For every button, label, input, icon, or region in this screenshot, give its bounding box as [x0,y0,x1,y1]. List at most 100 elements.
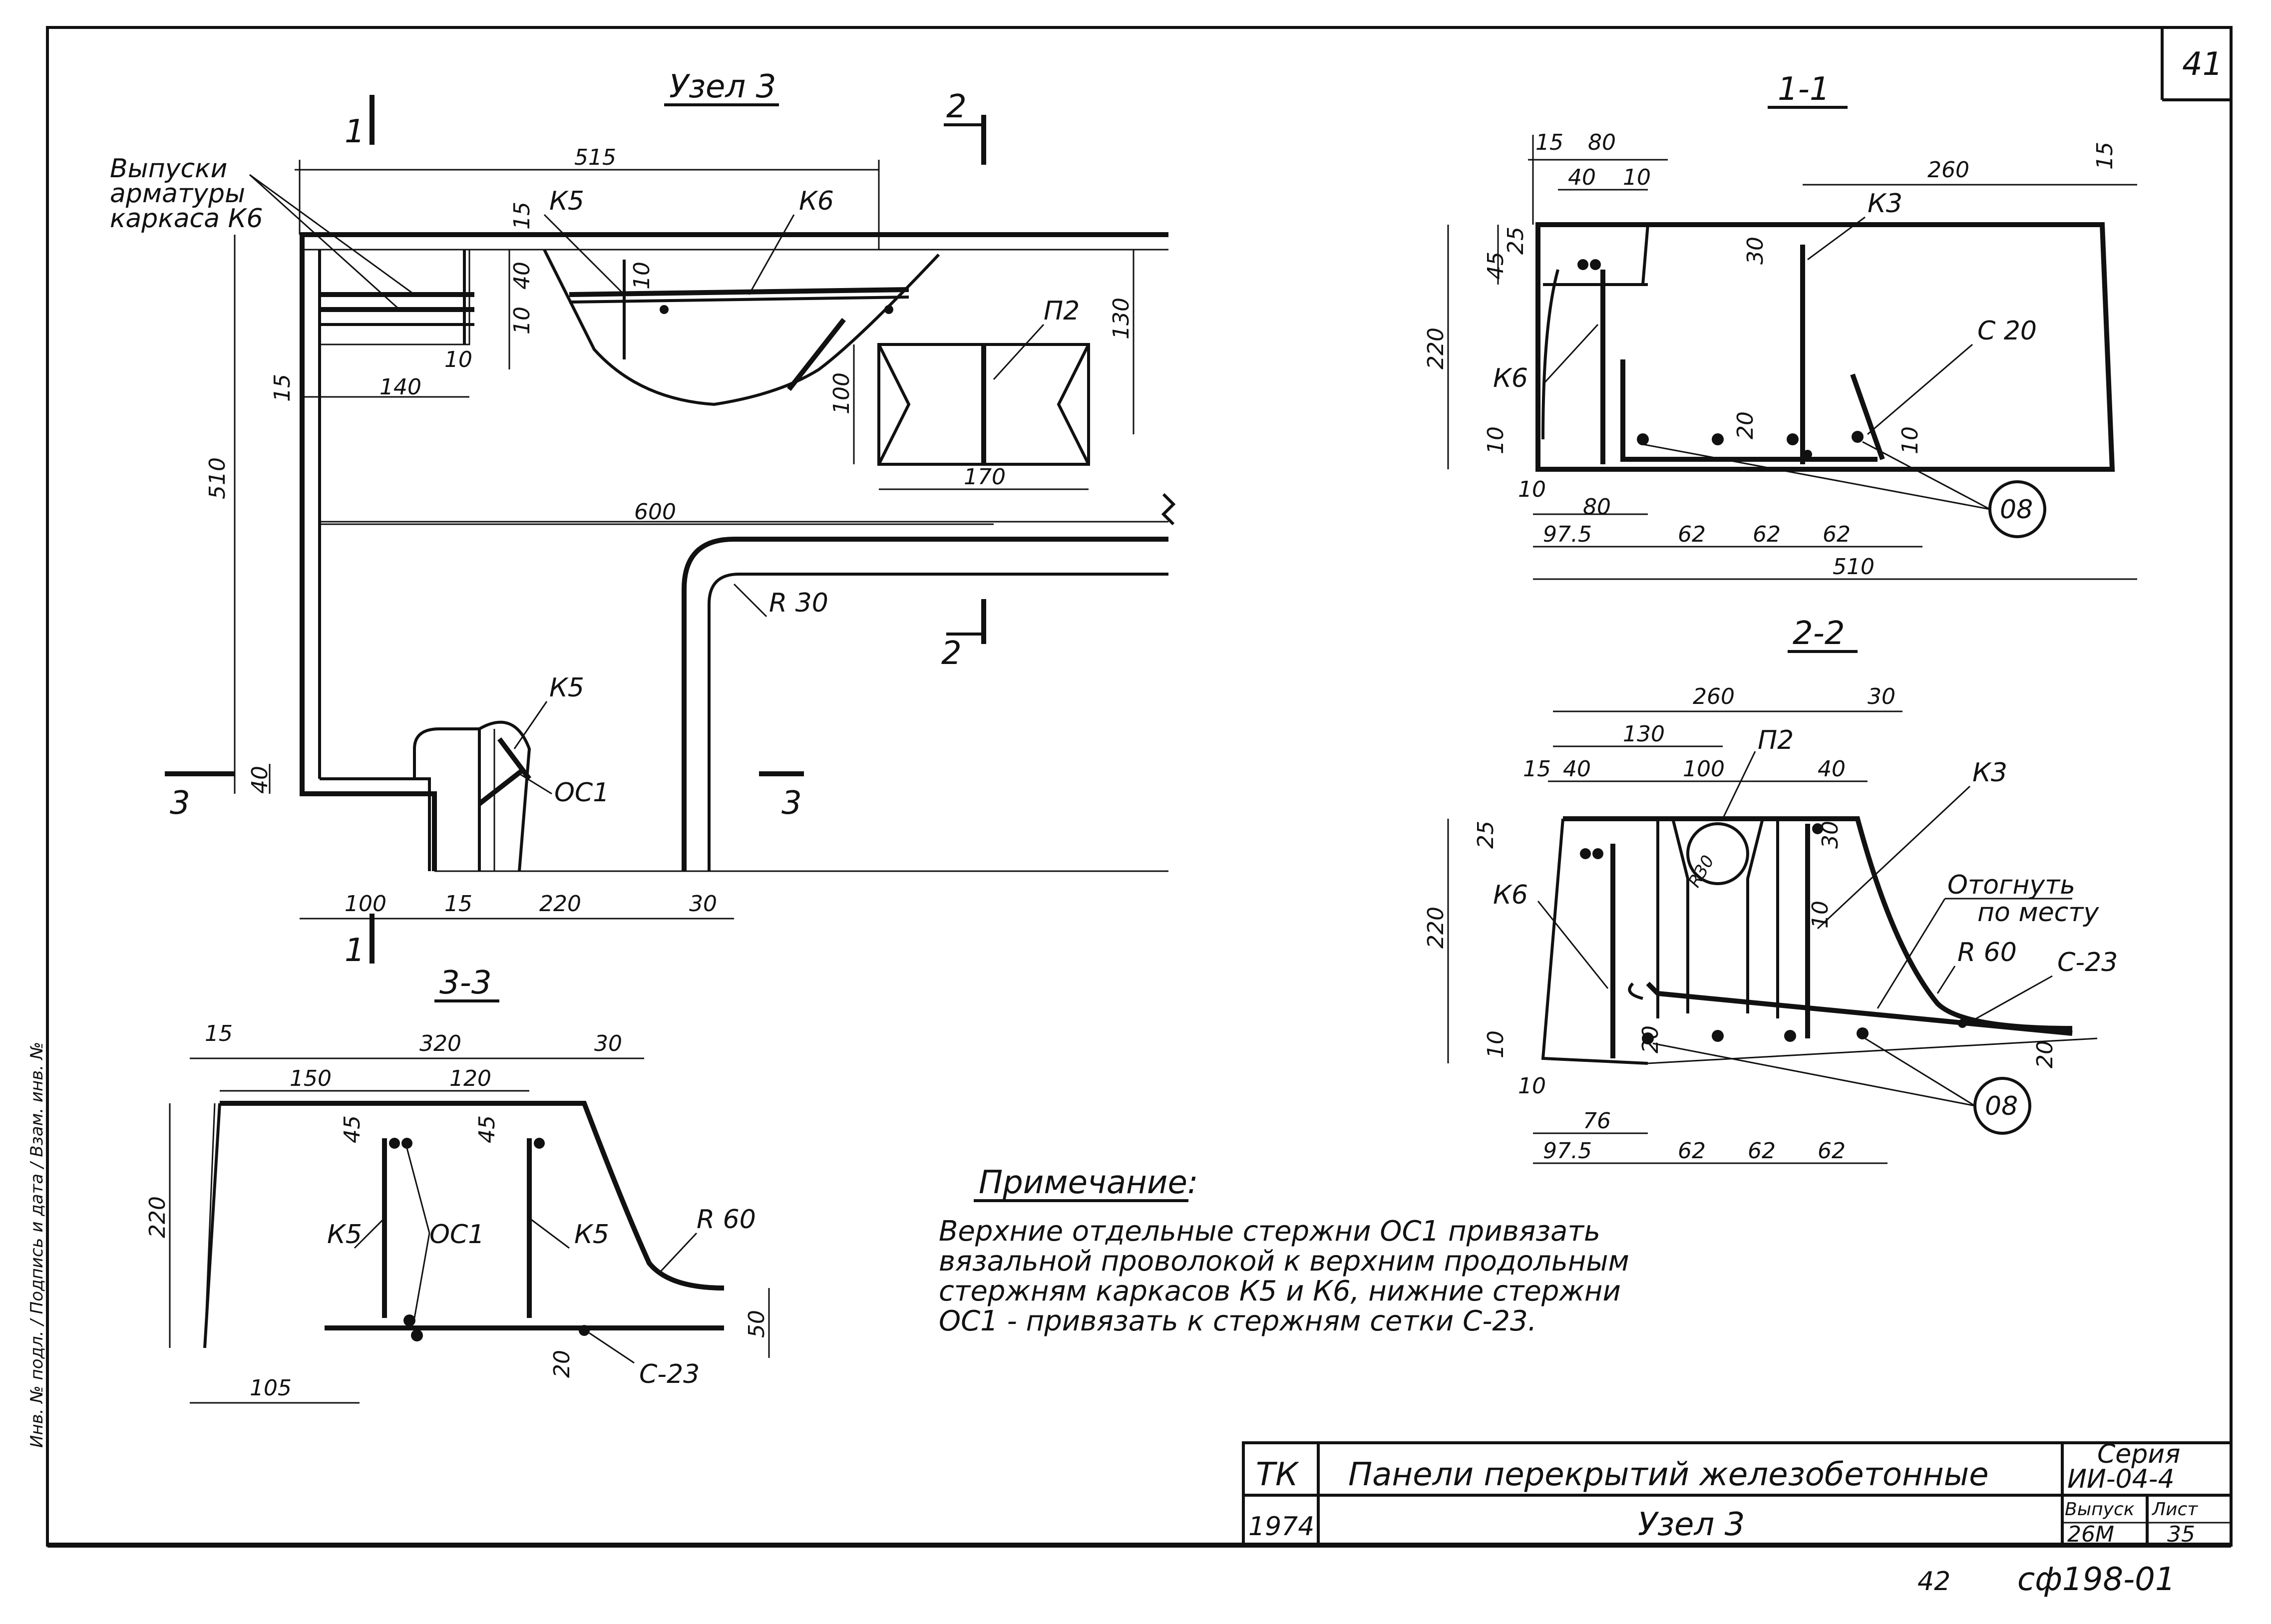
dim-100-b: 100 [345,891,386,917]
dim-2-40: 40 [1563,756,1591,782]
note-line-4: ОС1 - привязать к стержням сетки С-23. [939,1305,1536,1337]
dim-1-80: 80 [1588,130,1616,155]
dim-2-62-a: 62 [1678,1138,1706,1164]
label-oc1: ОС1 [554,778,609,808]
section-mark-3-left: 3 [170,785,190,822]
label-3-k5-b: К5 [574,1220,609,1250]
note-title: Примечание: [979,1164,1198,1201]
dim-2-20-b: 20 [2032,1040,2058,1068]
note-line-2: вязальной проволокой к верхним продольны… [939,1245,1629,1278]
label-3-r60: R 60 [697,1205,756,1235]
dim-1-15: 15 [1535,130,1563,155]
title-block-seria-label: Серия [2097,1439,2180,1469]
note-line-1: Верхние отдельные стержни ОС1 привязать [939,1215,1600,1248]
section-mark-1-top: 1 [345,113,365,150]
view-title-3-3: 3-3 [439,965,492,1001]
note-line-3: стержням каркасов К5 и К6, нижние стержн… [939,1275,1621,1307]
label-3-c23: С-23 [639,1359,700,1389]
title-block-sheet-title: Узел 3 [1638,1506,1745,1543]
dim-1-10: 10 [1623,165,1651,190]
label-2-r60: R 60 [1957,938,2017,968]
dim-1-220: 220 [1423,327,1449,369]
dim-1-40: 40 [1568,165,1596,190]
dim-1-10-c: 10 [1897,426,1923,454]
dim-1-62-c: 62 [1823,522,1851,547]
title-block-org: ТК [1256,1456,1299,1493]
view-section-1-1: 1-1 15 80 40 10 260 15 30 45 25 220 10 [1423,71,2137,580]
title-block-vypusk-label: Выпуск [2065,1499,2135,1520]
dim-1-15-r: 15 [2092,142,2118,170]
section-mark-2-bottom: 2 [941,635,962,672]
dim-100: 100 [829,372,854,414]
page-number: 41 [2182,46,2223,83]
dim-140: 140 [379,374,421,400]
label-1-c20: С 20 [1977,316,2037,346]
view-uzel3: Узел 3 1 1 2 2 3 3 [110,68,1176,969]
footer-code: сф198-01 [2017,1561,2176,1598]
dim-15-b: 15 [270,374,295,402]
dim-2-15: 15 [1523,756,1551,782]
view-section-2-2: 2-2 260 30 130 П2 15 40 100 40 25 [1423,615,2118,1164]
title-block: ТК 1974 Панели перекрытий железобетонные… [1242,1439,2233,1547]
label-2-tag: 08 [1985,1091,2018,1121]
dim-2-76: 76 [1583,1108,1611,1134]
dim-2-62-b: 62 [1748,1138,1776,1164]
label-1-k3: К3 [1868,189,1902,219]
section-mark-2-top: 2 [946,88,967,125]
title-block-name: Панели перекрытий железобетонные [1348,1456,1989,1493]
label-k6: К6 [799,186,834,216]
title-block-seria-value: ИИ-04-4 [2067,1464,2175,1494]
dim-3-105: 105 [250,1375,292,1401]
dim-40-b: 40 [247,766,273,794]
title-block-list-value: 35 [2167,1522,2195,1547]
label-2-p2: П2 [1758,725,1794,755]
dim-3-20: 20 [549,1350,575,1378]
dim-2-10-b: 10 [1483,1030,1509,1058]
dim-2-40-b: 40 [1818,756,1846,782]
footer-number: 42 [1917,1567,1950,1597]
label-k5-bottom: К5 [549,673,584,703]
dim-3-150: 150 [290,1066,332,1091]
label-2-bend-1: Отогнуть [1947,870,2075,900]
dim-3-45-b: 45 [474,1115,500,1143]
dim-2-30: 30 [1868,684,1895,709]
dim-2-25: 25 [1473,821,1499,849]
label-3-k5-a: К5 [327,1220,362,1250]
label-k5-top: К5 [549,186,584,216]
dim-1-10-a: 10 [1483,426,1509,454]
dim-10-a: 10 [509,307,535,334]
label-3-oc1: ОС1 [429,1220,484,1250]
title-block-list-label: Лист [2151,1499,2198,1520]
dim-1-62-a: 62 [1678,522,1706,547]
label-p2: П2 [1044,296,1080,326]
dim-220: 220 [539,891,581,917]
dim-130: 130 [1109,298,1134,339]
label-vypuski-3: каркаса К6 [110,204,263,234]
label-1-k6: К6 [1493,363,1528,393]
dim-40: 40 [509,262,535,290]
label-2-bend-2: по месту [1977,898,2099,928]
dim-10-b: 10 [629,262,655,290]
dim-3-15: 15 [205,1021,233,1046]
dim-15: 15 [509,202,535,230]
dim-3-320: 320 [419,1031,461,1056]
dim-1-510: 510 [1833,554,1875,580]
dim-2-100: 100 [1683,756,1725,782]
dim-2-97-5: 97.5 [1543,1138,1592,1164]
dim-30: 30 [689,891,717,917]
side-margin-text: Инв. № подл. / Подпись и дата / Взам. ин… [27,1042,47,1448]
dim-3-220: 220 [145,1196,170,1238]
dim-1-80-b: 80 [1583,494,1611,520]
label-2-k3: К3 [1972,758,2007,788]
label-r30: R 30 [769,588,828,618]
dim-2-130: 130 [1623,721,1665,747]
dim-1-30: 30 [1743,237,1768,265]
dim-3-30: 30 [594,1031,622,1056]
dim-1-260: 260 [1927,157,1969,183]
label-1-tag: 08 [2000,495,2033,525]
dim-1-97-5: 97.5 [1543,522,1592,547]
dim-170: 170 [964,464,1006,490]
view-title-uzel3: Узел 3 [669,68,776,105]
